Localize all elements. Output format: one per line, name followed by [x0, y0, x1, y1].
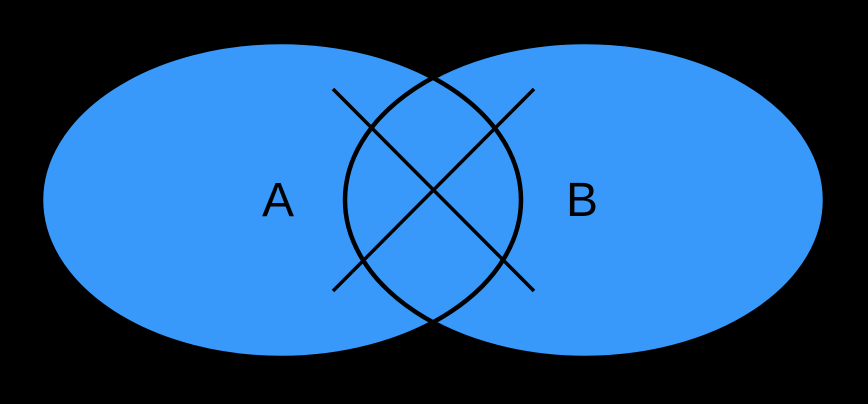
cross-line-ascending — [331, 87, 536, 293]
set-a-outline — [38, 39, 524, 361]
set-a-label: A — [262, 174, 294, 227]
intersection-cross-out-icon — [331, 87, 536, 293]
set-b-label: B — [566, 174, 598, 227]
set-b-ellipse — [345, 42, 825, 358]
set-b-outline — [342, 39, 828, 361]
